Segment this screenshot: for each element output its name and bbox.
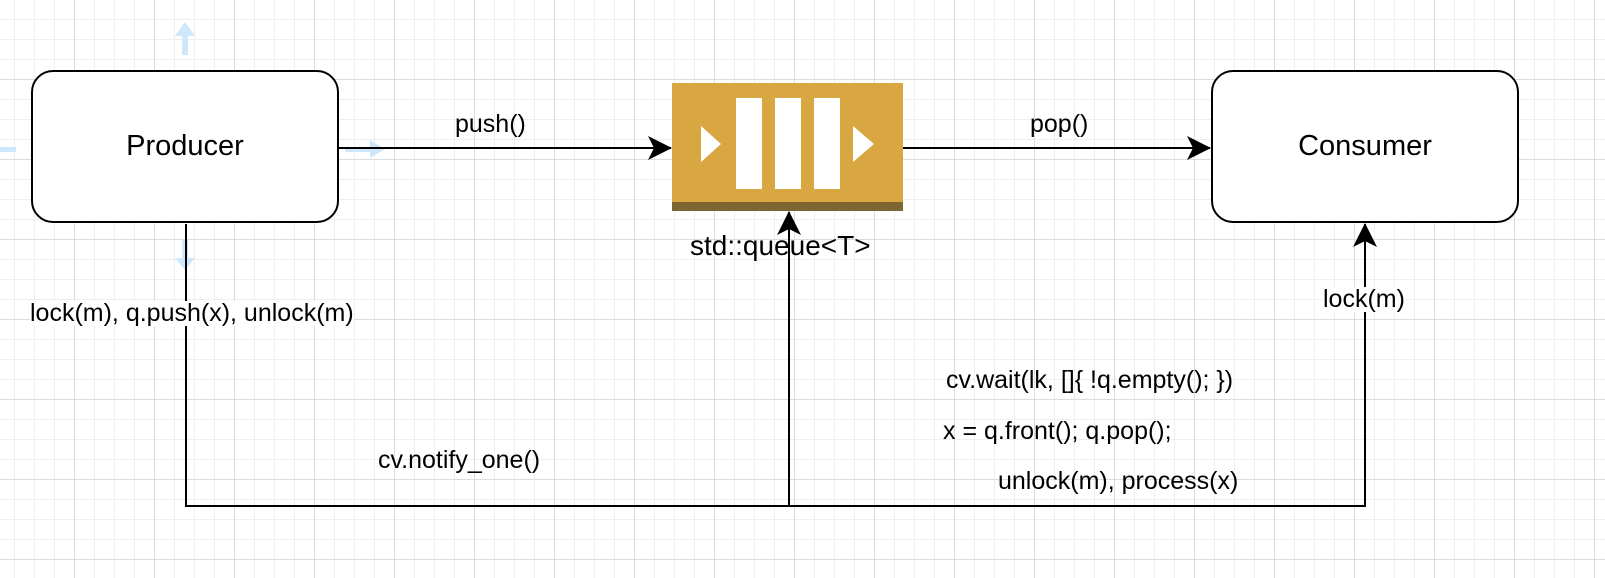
consumer-lock-edge bbox=[789, 223, 1377, 507]
left-hint-mark bbox=[0, 147, 16, 152]
producer-node[interactable]: Producer bbox=[31, 70, 339, 223]
consumer-lock-label: lock(m) bbox=[1323, 285, 1405, 313]
consumer-unlock-label: unlock(m), process(x) bbox=[998, 467, 1239, 495]
notify-edge bbox=[185, 211, 801, 507]
queue-label: std::queue<T> bbox=[690, 230, 871, 261]
consumer-wait-label: cv.wait(lk, []{ !q.empty(); }) bbox=[946, 366, 1234, 394]
notify-label: cv.notify_one() bbox=[378, 446, 541, 474]
pop-label: pop() bbox=[1030, 110, 1089, 138]
consumer-node[interactable]: Consumer bbox=[1211, 70, 1519, 223]
push-label: push() bbox=[455, 110, 526, 138]
queue-icon[interactable] bbox=[672, 83, 903, 211]
producer-label: Producer bbox=[126, 130, 244, 162]
consumer-label: Consumer bbox=[1298, 130, 1432, 162]
producer-ops-label: lock(m), q.push(x), unlock(m) bbox=[30, 299, 354, 327]
arrow-up-hint-icon bbox=[175, 22, 195, 55]
consumer-front-label: x = q.front(); q.pop(); bbox=[943, 417, 1172, 445]
